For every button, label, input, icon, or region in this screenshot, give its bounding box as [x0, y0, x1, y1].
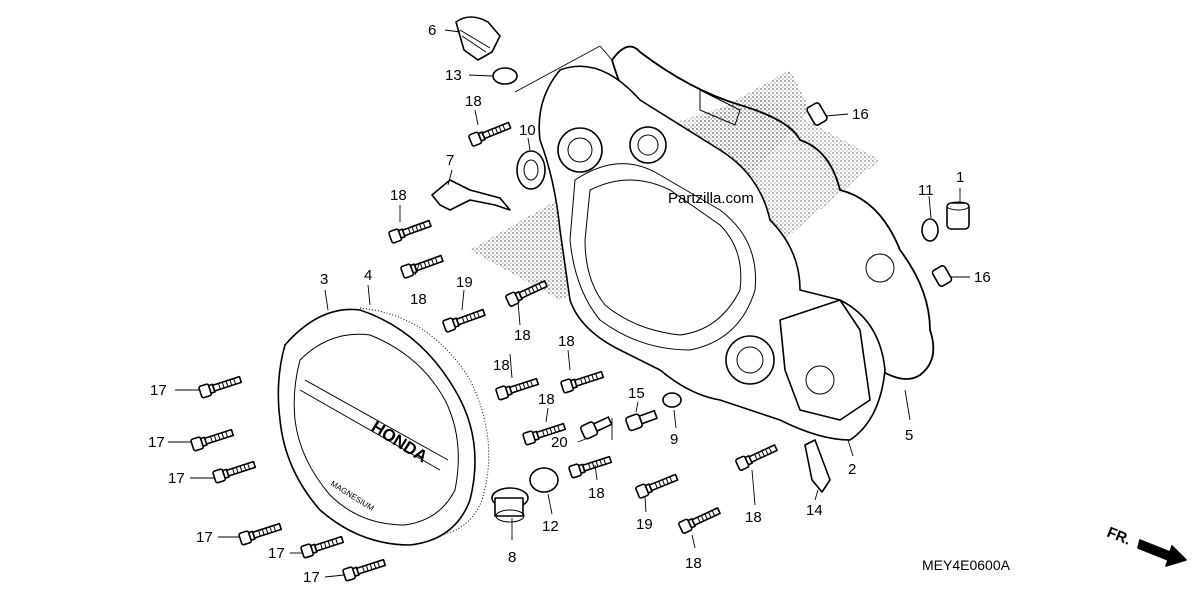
callout-17-b: 17 [148, 434, 165, 451]
callout-8: 8 [508, 549, 516, 566]
leader-lines [168, 29, 970, 578]
callout-18-b: 18 [390, 187, 407, 204]
callout-17-d: 17 [196, 529, 213, 546]
oil-seal [516, 150, 546, 190]
callout-10: 10 [519, 122, 536, 139]
o-ring-13 [492, 67, 518, 85]
front-arrow-icon [1137, 539, 1187, 567]
right-crankcase-cover [538, 65, 886, 441]
callout-3: 3 [320, 271, 328, 288]
callout-18-f: 18 [558, 333, 575, 350]
callout-18-j: 18 [685, 555, 702, 572]
callout-7: 7 [446, 152, 454, 169]
callout-15: 15 [628, 385, 645, 402]
callout-9: 9 [670, 431, 678, 448]
clutch-cover: HONDA MAGNESIUM [277, 308, 476, 546]
callout-5: 5 [905, 427, 913, 444]
timing-plug [491, 487, 529, 523]
callout-18-g: 18 [538, 391, 555, 408]
washer-9 [662, 392, 682, 408]
bolt-15 [625, 409, 658, 432]
callout-14: 14 [806, 502, 823, 519]
callout-18-d: 18 [514, 327, 531, 344]
callout-17-c: 17 [168, 470, 185, 487]
callout-12: 12 [542, 518, 559, 535]
callout-17-e: 17 [268, 545, 285, 562]
callout-labels: 1 2 3 4 5 6 7 8 9 10 11 12 13 14 15 16 1… [148, 22, 991, 586]
front-direction-marker: FR. [1105, 524, 1187, 567]
callout-18-a: 18 [465, 93, 482, 110]
callout-18-i: 18 [745, 509, 762, 526]
callout-17-f: 17 [303, 569, 320, 586]
diagram-code: MEY4E0600A [922, 557, 1011, 573]
hose-clip [431, 179, 511, 211]
callout-20: 20 [551, 434, 568, 451]
front-label: FR. [1105, 524, 1134, 549]
callout-18-e: 18 [493, 357, 510, 374]
callout-16-lower: 16 [974, 269, 991, 286]
callout-19-a: 19 [456, 274, 473, 291]
callout-16-upper: 16 [852, 106, 869, 123]
bushing [946, 201, 970, 230]
callout-2: 2 [848, 461, 856, 478]
callout-19-b: 19 [636, 516, 653, 533]
bolt-20 [579, 416, 613, 440]
callout-1: 1 [956, 169, 964, 186]
cable-guide-14 [804, 439, 831, 493]
callout-13: 13 [445, 67, 462, 84]
callout-6: 6 [428, 22, 436, 39]
watermark: Partzilla.com [668, 190, 754, 207]
dowel-pin-upper [806, 102, 828, 126]
oil-filler-cap [455, 16, 501, 61]
washer-11 [921, 218, 939, 242]
callout-11: 11 [918, 182, 934, 199]
dowel-pin-lower [931, 265, 953, 287]
callout-18-c: 18 [410, 291, 427, 308]
washer-12 [529, 467, 559, 493]
callout-17-a: 17 [150, 382, 167, 399]
callout-4: 4 [364, 267, 372, 284]
callout-18-h: 18 [588, 485, 605, 502]
